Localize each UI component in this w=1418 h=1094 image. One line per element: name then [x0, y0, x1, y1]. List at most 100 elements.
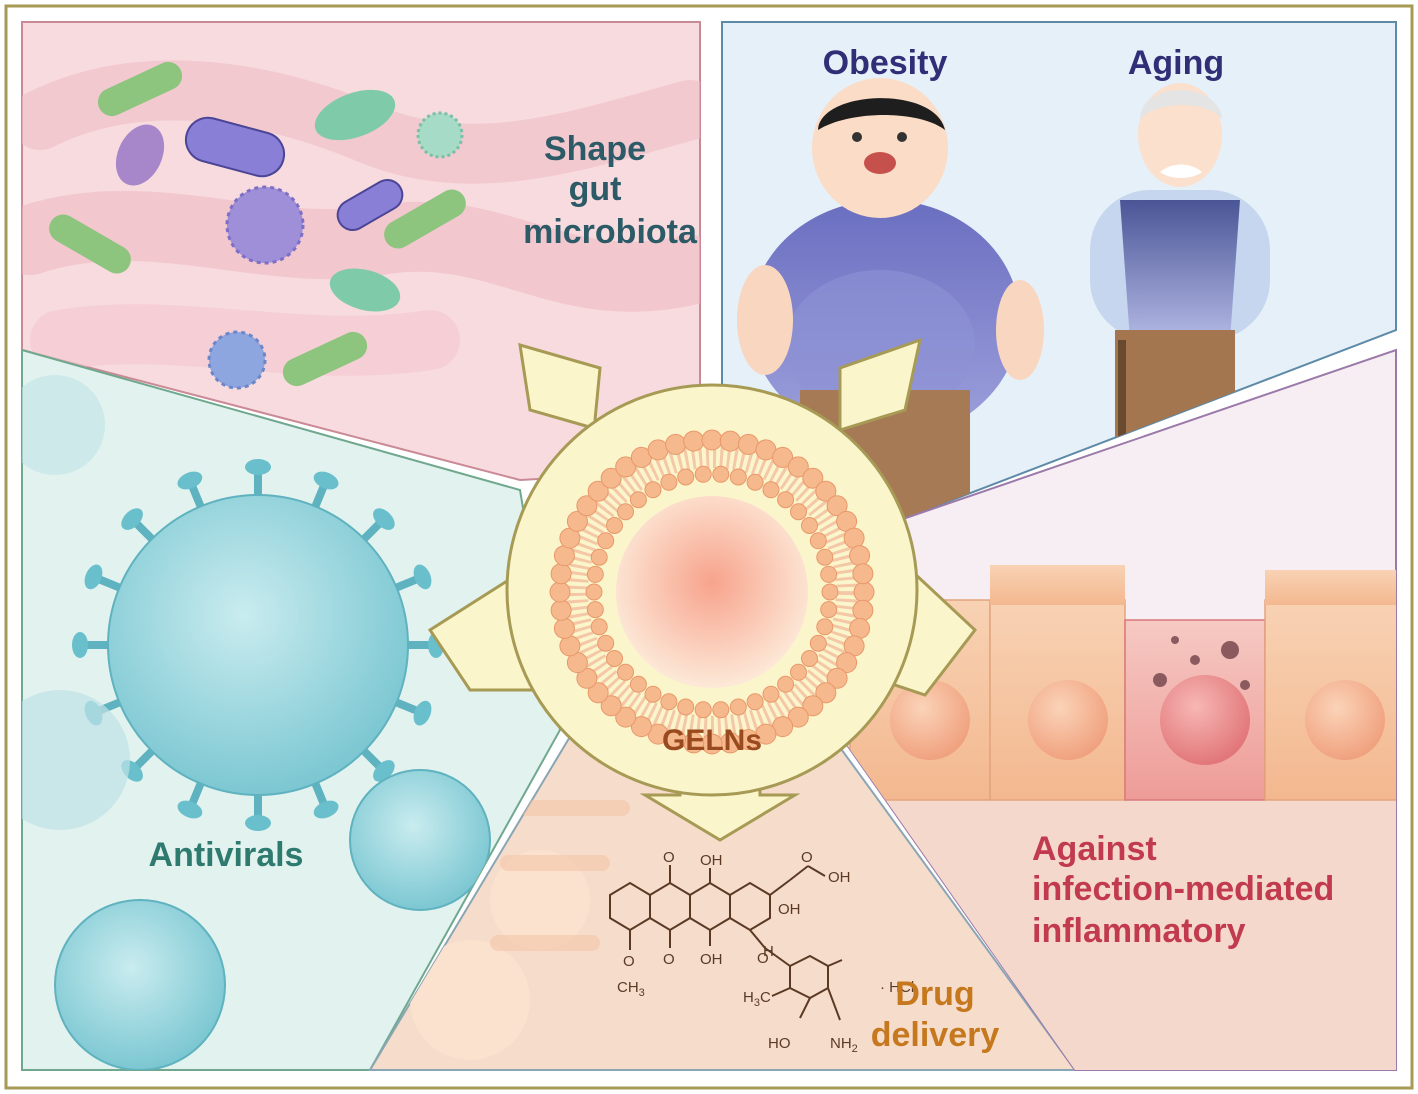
lipid-head	[553, 617, 575, 639]
lipid-head	[600, 467, 622, 489]
lipid-head	[694, 701, 712, 719]
lipid-head	[737, 433, 759, 455]
lipid-head	[606, 517, 623, 534]
lipid-head	[809, 634, 827, 652]
drug-label-line1: Drug	[895, 975, 974, 1013]
chem-ch3: CH3	[617, 979, 645, 999]
gut-title-line1: Shape	[544, 130, 646, 168]
virus-spike-head	[177, 471, 203, 490]
lipid-head	[815, 480, 837, 502]
elderly-figure	[1090, 83, 1270, 520]
lipid-head	[853, 581, 875, 603]
lipid-head	[615, 456, 637, 478]
virus-spike-head	[413, 564, 432, 590]
lipid-head	[606, 650, 623, 667]
lipid-head	[816, 548, 834, 566]
lipid-head	[553, 545, 575, 567]
virus-small	[54, 899, 226, 1070]
lipid-head	[615, 706, 637, 728]
lipid-head	[629, 491, 647, 509]
lipid-head	[590, 618, 608, 636]
lipid-head	[587, 480, 609, 502]
lipid-head	[821, 583, 839, 601]
bacterium-rod	[384, 189, 466, 249]
lipid-head	[694, 465, 712, 483]
virus-faded	[22, 375, 105, 475]
drug-molecule	[609, 865, 843, 1021]
bacterium-vibrio	[329, 268, 401, 312]
lipid-head	[762, 685, 780, 703]
lipid-head	[790, 663, 807, 681]
chem-glyco-o: O	[757, 950, 769, 967]
antivirals-label: Antivirals	[149, 836, 304, 874]
lipid-head	[746, 693, 764, 711]
chem-h: H	[763, 943, 774, 960]
chem-oh-bottom: OH	[700, 951, 723, 968]
bacterium-flagellated	[336, 179, 404, 231]
lipid-bilayer	[549, 429, 875, 755]
lipid-head	[600, 695, 622, 717]
coccus	[225, 185, 305, 265]
lipid-head	[550, 599, 572, 621]
gut-title-line2: gut	[569, 170, 622, 208]
lipid-head	[849, 545, 871, 567]
virus-spike-head	[313, 800, 339, 819]
lipid-head	[816, 618, 834, 636]
lipid-head	[586, 565, 604, 583]
drug-label-line2: delivery	[871, 1016, 1000, 1054]
lipid-head	[729, 468, 747, 486]
bacterium-rod	[282, 331, 368, 387]
lipid-head	[665, 433, 687, 455]
chem-oh-top: OH	[700, 852, 723, 869]
chem-oh-right-a: OH	[828, 869, 851, 886]
lipid-tails	[566, 446, 858, 738]
virus-spike-head	[121, 508, 143, 530]
lipid-head	[630, 716, 652, 738]
lipid-head	[836, 652, 858, 674]
virus-spike-head	[373, 508, 395, 530]
antivirals-panel: Antivirals	[21, 348, 562, 1071]
lipid-head	[701, 429, 723, 451]
lipid-head	[801, 517, 818, 534]
lipid-head	[587, 682, 609, 704]
lipid-head	[852, 599, 874, 621]
chem-ho: HO	[768, 1035, 791, 1052]
bacterium-flagellated	[184, 116, 286, 178]
virus-spike-head	[313, 471, 339, 490]
coccus	[416, 111, 464, 159]
lipid-head	[617, 503, 634, 521]
chem-hcl: · HCl	[880, 979, 914, 996]
lipid-head	[585, 583, 603, 601]
inflammatory-label-line2: infection-mediated	[1032, 870, 1334, 908]
lipid-head	[852, 563, 874, 585]
lipid-head	[849, 617, 871, 639]
lipid-head	[660, 473, 678, 491]
lipid-head	[809, 532, 827, 550]
lipid-head	[802, 695, 824, 717]
virus-spike-head	[413, 700, 432, 726]
virus-spike-head	[245, 459, 271, 475]
lipid-head	[712, 465, 730, 483]
lipid-head	[746, 473, 764, 491]
lipid-head	[597, 634, 615, 652]
lipid-head	[777, 491, 795, 509]
coccus	[207, 330, 267, 390]
lipid-head	[843, 527, 865, 549]
lipid-head	[576, 495, 598, 517]
lipid-head	[826, 667, 848, 689]
chem-nh2: NH2	[830, 1035, 858, 1055]
virus-spike-head	[72, 632, 88, 658]
virus-spike-head	[177, 800, 203, 819]
lipid-head	[597, 532, 615, 550]
lipid-head	[719, 430, 741, 452]
virus-large	[107, 494, 409, 796]
lipid-head	[787, 706, 809, 728]
lipid-head	[576, 667, 598, 689]
arrow-to-obesity	[838, 337, 923, 433]
lipid-head	[820, 565, 838, 583]
lipid-head	[644, 481, 662, 499]
virus-spike-head	[84, 564, 103, 590]
aging-label: Aging	[1128, 44, 1224, 82]
central-hub: GELNs	[427, 337, 978, 842]
